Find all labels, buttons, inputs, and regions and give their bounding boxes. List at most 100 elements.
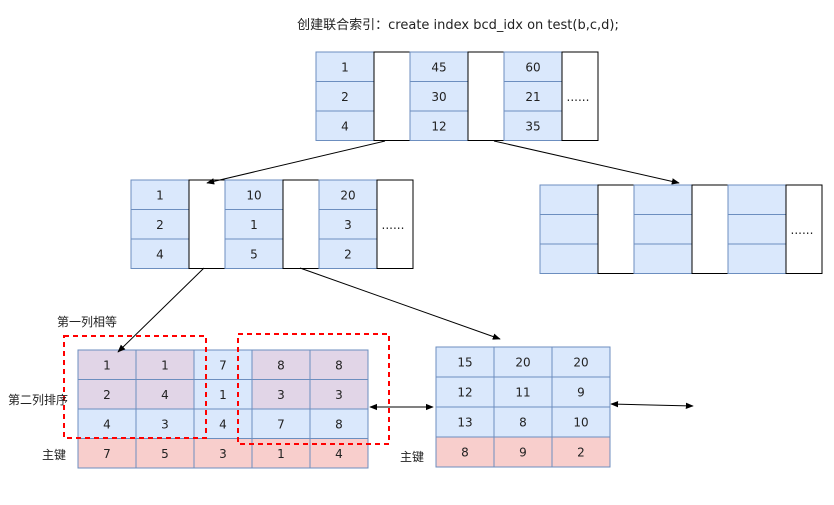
key-cell: [727, 184, 787, 215]
leaf-cell-value: 12: [457, 386, 472, 400]
leaf-cell-value: 8: [335, 358, 343, 372]
key-cell: [130, 209, 190, 240]
pointer-cell: [561, 51, 599, 141]
leaf-cell-value: 3: [161, 417, 169, 431]
leaf-cell: [493, 376, 553, 408]
leaf-cell-value: 1: [219, 388, 227, 402]
key-cell-value: 2: [156, 218, 164, 232]
leaf-cell: [551, 346, 611, 378]
key-cell: [318, 179, 378, 210]
leaf-cell: [135, 349, 195, 380]
leaf-cell-value: 9: [577, 386, 585, 400]
leaf-cell-value: 15: [457, 356, 472, 370]
label-primary-key-left: 主键: [42, 448, 66, 462]
key-cell-value: 45: [431, 60, 446, 74]
key-cell-value: 5: [250, 247, 258, 261]
pointer-cell: [597, 184, 635, 274]
leaf-cell-value: 1: [277, 447, 285, 461]
key-cell-value: 12: [431, 119, 446, 133]
key-cell-value: 2: [344, 247, 352, 261]
leaf-cell-value: 3: [335, 388, 343, 402]
diagram-title: 创建联合索引：create index bcd_idx on test(b,c,…: [297, 18, 619, 33]
key-cell: [224, 238, 284, 269]
leaf-cell: [135, 379, 195, 410]
key-cell-value: 60: [525, 60, 540, 74]
label-primary-key-right: 主键: [400, 450, 424, 464]
leaf-cell: [435, 346, 495, 378]
leaf-cell-value: 4: [103, 417, 111, 431]
label-first-col-equal: 第一列相等: [57, 315, 117, 329]
mid-right-node: [539, 184, 823, 274]
leaf-cell-value: 11: [515, 386, 530, 400]
pointer-cell: [376, 179, 414, 269]
key-cell-value: 2: [341, 90, 349, 104]
leaf-cell-value: 2: [577, 446, 585, 460]
leaf-cell-value: 20: [573, 356, 588, 370]
leaf-cell: [309, 379, 369, 410]
leaf-cell-value: 8: [277, 358, 285, 372]
arrow-root-to-mid-left: [206, 140, 386, 185]
key-cell: [130, 238, 190, 269]
pointer-cell: [373, 51, 411, 141]
pointer-cell: [691, 184, 729, 274]
leaf-cell-value: 4: [335, 447, 343, 461]
key-cell: [315, 110, 375, 141]
key-cell-value: 3: [344, 218, 352, 232]
leaf-cell: [435, 406, 495, 438]
key-cell: [539, 184, 599, 215]
key-cell: [315, 81, 375, 112]
leaf-cell: [493, 406, 553, 438]
key-cell: [539, 243, 599, 274]
root-ellipsis: ......: [567, 90, 590, 104]
highlight-second-col-sorted: [237, 333, 390, 445]
key-cell: [633, 214, 693, 245]
leaf-cell: [551, 376, 611, 408]
mid-left-ellipsis: ......: [382, 218, 405, 232]
leaf-cell-value: 3: [219, 447, 227, 461]
leaf-cell-value: 8: [519, 416, 527, 430]
key-cell-value: 30: [431, 90, 446, 104]
key-cell: [318, 209, 378, 240]
pointer-cell: [467, 51, 505, 141]
leaf-cell: [77, 379, 137, 410]
leaf-cell-value: 7: [103, 447, 111, 461]
key-cell: [315, 51, 375, 82]
leaf-cell: [435, 436, 495, 468]
leaf-cell-value: 3: [277, 388, 285, 402]
key-cell-value: 35: [525, 119, 540, 133]
key-cell: [727, 214, 787, 245]
highlight-first-col-equal: [63, 335, 207, 439]
leaf-cell: [435, 376, 495, 408]
leaf-cell-value: 1: [161, 358, 169, 372]
leaf-cell: [551, 436, 611, 468]
key-cell: [539, 214, 599, 245]
mid-right-ellipsis: ......: [791, 223, 814, 237]
leaf-cell-value: 13: [457, 416, 472, 430]
leaf-cell: [193, 379, 253, 410]
leaf-cell-value: 7: [277, 417, 285, 431]
key-cell-value: 21: [525, 90, 540, 104]
arrow-leaf-next: [610, 400, 694, 410]
leaf-cell-value: 10: [573, 416, 588, 430]
key-cell: [633, 243, 693, 274]
leaf-cell: [309, 408, 369, 439]
pointer-cell: [282, 179, 320, 269]
leaf-cell: [77, 349, 137, 380]
key-cell: [318, 238, 378, 269]
key-cell: [633, 184, 693, 215]
label-second-col-sorted: 第二列排序: [8, 392, 68, 407]
leaf-cell-value: 7: [219, 358, 227, 372]
leaf-cell-value: 9: [519, 446, 527, 460]
leaf-cell-value: 20: [515, 356, 530, 370]
key-cell-value: 1: [341, 60, 349, 74]
leaf-cell-value: 4: [161, 388, 169, 402]
key-cell: [727, 243, 787, 274]
arrow-root-to-mid-right: [493, 140, 680, 185]
key-cell-value: 10: [246, 188, 261, 202]
arrow-mid-to-leaf-right: [299, 267, 501, 340]
